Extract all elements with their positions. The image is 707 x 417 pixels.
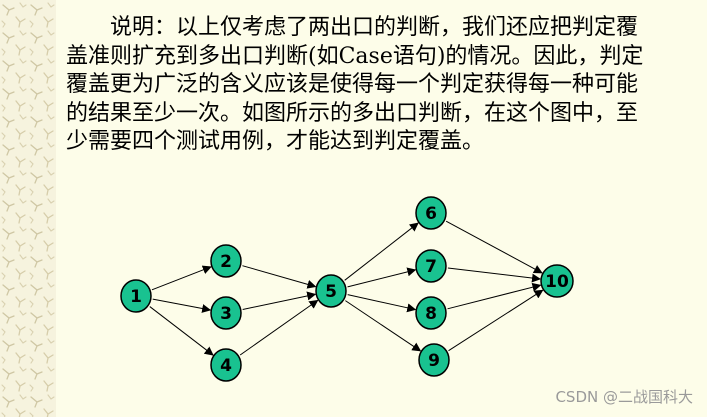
node-circle xyxy=(415,196,447,230)
node-1: 1 xyxy=(120,279,152,313)
edge-3-to-5 xyxy=(242,291,317,310)
node-label: 10 xyxy=(545,272,569,292)
edge-5-to-8 xyxy=(347,294,417,313)
edge-1-to-2 xyxy=(151,265,212,291)
decorative-border xyxy=(0,0,56,417)
edge-1-to-3 xyxy=(152,298,212,313)
node-5: 5 xyxy=(315,274,347,308)
description-line: 少需要四个测试用例，才能达到判定覆盖。 xyxy=(66,129,485,154)
edge-1-to-4 xyxy=(149,306,214,356)
edge-7-to-10 xyxy=(447,267,542,283)
node-circle xyxy=(120,279,152,313)
edge-2-to-5 xyxy=(242,265,317,289)
edge-5-to-9 xyxy=(345,300,422,352)
node-label: 3 xyxy=(220,304,232,324)
node-4: 4 xyxy=(210,348,242,382)
node-label: 7 xyxy=(425,257,437,277)
edge-5-to-6 xyxy=(344,222,419,281)
description-paragraph: 说明：以上仅考虑了两出口的判断，我们还应把判定覆 盖准则扩充到多出口判断(如Ca… xyxy=(66,14,666,157)
node-circle xyxy=(210,296,242,330)
border-pattern-icon xyxy=(0,0,56,417)
node-circle xyxy=(415,296,447,330)
edges xyxy=(149,220,544,356)
description-line: 说明：以上仅考虑了两出口的判断，我们还应把判定覆 xyxy=(110,15,639,40)
node-circle xyxy=(540,264,574,298)
node-label: 9 xyxy=(428,351,440,371)
node-6: 6 xyxy=(415,196,447,230)
node-label: 6 xyxy=(425,204,437,224)
node-label: 1 xyxy=(130,287,142,307)
edge-9-to-10 xyxy=(448,289,544,352)
node-circle xyxy=(315,274,347,308)
node-2: 2 xyxy=(210,244,242,278)
edge-4-to-5 xyxy=(239,299,319,356)
node-label: 2 xyxy=(220,252,232,272)
edge-5-to-7 xyxy=(347,267,417,288)
node-label: 8 xyxy=(425,304,437,324)
node-7: 7 xyxy=(415,249,447,283)
node-label: 4 xyxy=(220,356,232,376)
description-line: 的结果至少一次。如图所示的多出口判断，在这个图中，至 xyxy=(66,100,639,126)
nodes: 1 2 3 4 5 6 7 8 9 10 xyxy=(120,196,574,382)
description-line: 覆盖更为广泛的含义应该是使得每一个判定获得每一种可能 xyxy=(66,72,639,97)
node-8: 8 xyxy=(415,296,447,330)
node-circle xyxy=(418,343,450,377)
node-10: 10 xyxy=(540,264,574,298)
watermark: CSDN @二战国科大 xyxy=(555,388,693,406)
node-circle xyxy=(415,249,447,283)
node-3: 3 xyxy=(210,296,242,330)
node-label: 5 xyxy=(325,282,337,302)
node-circle xyxy=(210,244,242,278)
node-circle xyxy=(210,348,242,382)
edge-6-to-10 xyxy=(445,220,543,274)
edge-8-to-10 xyxy=(447,282,542,310)
node-9: 9 xyxy=(418,343,450,377)
description-line: 盖准则扩充到多出口判断(如Case语句)的情况。因此，判定 xyxy=(66,43,644,69)
